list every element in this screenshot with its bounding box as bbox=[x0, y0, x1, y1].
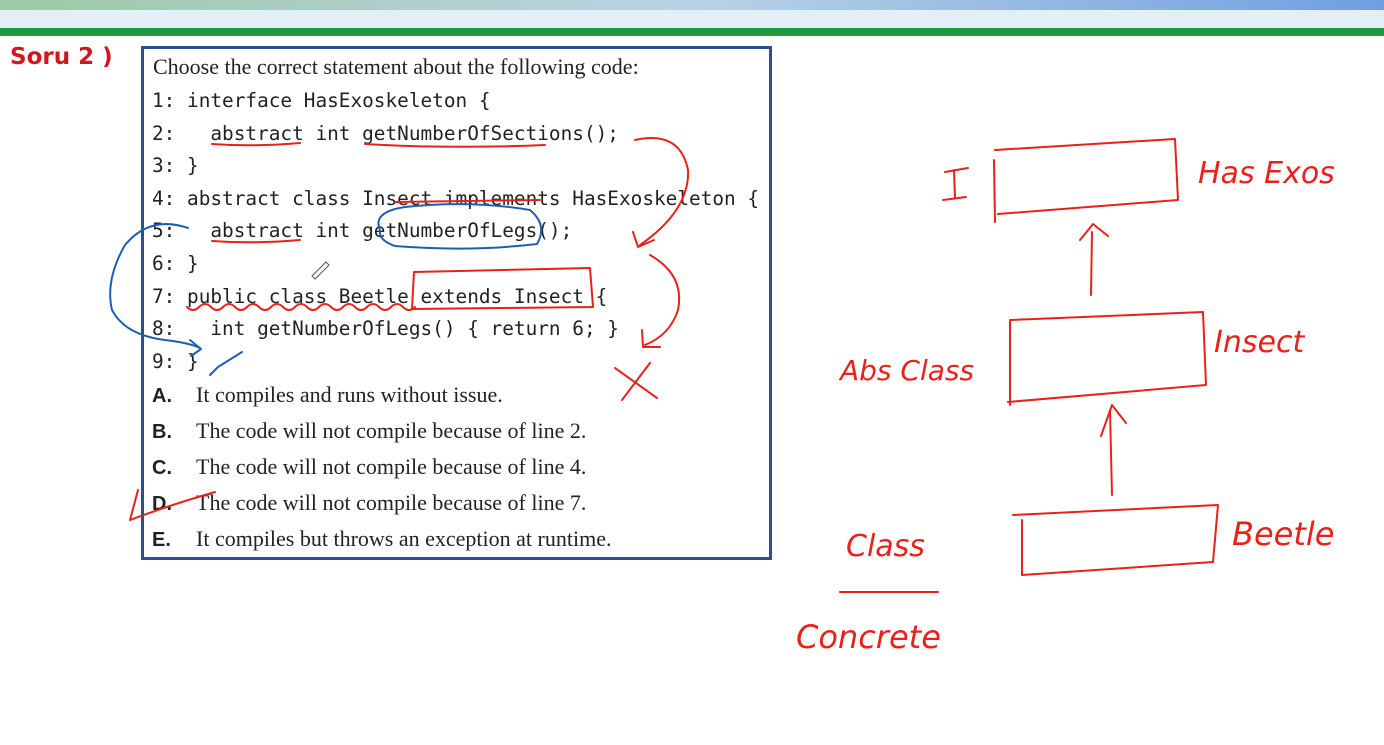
label-has-exos: Has Exos bbox=[1198, 156, 1335, 191]
underline-getNumberOfSections bbox=[364, 143, 546, 148]
arrow-curve-2 bbox=[644, 254, 681, 346]
underline-abstract-line5 bbox=[211, 239, 301, 244]
option-text: The code will not compile because of lin… bbox=[196, 454, 587, 479]
question-prompt: Choose the correct statement about the f… bbox=[153, 54, 639, 79]
arrowhead-1 bbox=[632, 231, 655, 248]
code-line: 2: abstract int getNumberOfSections(); bbox=[152, 121, 619, 145]
code-line: 3: } bbox=[152, 154, 199, 178]
code-line: 9: } bbox=[152, 349, 199, 373]
check-line9 bbox=[209, 351, 243, 376]
interface-marker-strokes bbox=[942, 167, 969, 201]
code-line: 8: int getNumberOfLegs() { return 6; } bbox=[152, 317, 619, 341]
option-letter: A. bbox=[152, 385, 172, 407]
label-concrete: Concrete bbox=[796, 618, 941, 656]
bracket-line5-to-line9 bbox=[109, 223, 201, 349]
pen-cursor-icon bbox=[311, 261, 330, 280]
code-line: 1: interface HasExoskeleton { bbox=[152, 89, 491, 112]
arrow-curve-1 bbox=[634, 137, 690, 246]
option-d[interactable]: D.The code will not compile because of l… bbox=[152, 490, 586, 516]
option-text: The code will not compile because of lin… bbox=[196, 418, 587, 443]
option-letter: B. bbox=[152, 421, 172, 443]
question-box: Choose the correct statement about the f… bbox=[141, 46, 772, 560]
option-e[interactable]: E. It compiles but throws an exception at… bbox=[152, 526, 611, 552]
box-beetle bbox=[1012, 504, 1219, 576]
option-text: The code will not compile because of lin… bbox=[196, 490, 587, 515]
label-insect: Insect bbox=[1214, 325, 1305, 360]
arrow-insect-to-interface bbox=[1079, 223, 1109, 296]
code-line: 6: } bbox=[152, 252, 199, 275]
box-hasexos bbox=[993, 138, 1179, 223]
circle-getNumberOfLegs bbox=[377, 203, 543, 250]
option-letter: E. bbox=[152, 529, 171, 551]
option-b[interactable]: B. The code will not compile because of l… bbox=[152, 418, 586, 444]
interface-marker: I bbox=[941, 196, 942, 198]
box-extends-insect bbox=[411, 267, 594, 310]
code-line: 7: public class Beetle extends Insect { bbox=[152, 284, 608, 308]
option-text: It compiles and runs without issue. bbox=[196, 382, 503, 407]
option-a[interactable]: A. It compiles and runs without issue. bbox=[152, 382, 503, 408]
label-class: Class bbox=[846, 529, 925, 564]
top-banner bbox=[0, 0, 1384, 36]
check-option-d bbox=[129, 489, 216, 521]
question-label: Soru 2 ) bbox=[10, 44, 113, 70]
arrow-beetle-to-insect bbox=[1100, 404, 1127, 496]
box-insect bbox=[1007, 311, 1207, 406]
bracket-arrowhead bbox=[189, 339, 202, 357]
code-line: 4: abstract class Insect implements HasE… bbox=[152, 186, 760, 210]
squiggle-public-class-beetle bbox=[186, 303, 416, 311]
x-mark bbox=[614, 362, 658, 401]
underline-abstract bbox=[211, 142, 301, 147]
label-beetle: Beetle bbox=[1232, 515, 1334, 553]
label-abs-class: Abs Class bbox=[838, 354, 974, 387]
option-letter: C. bbox=[152, 457, 172, 479]
strike-insect-implements bbox=[394, 199, 541, 203]
arrowhead-2 bbox=[641, 329, 661, 348]
option-c[interactable]: C. The code will not compile because of l… bbox=[152, 454, 586, 480]
option-text: It compiles but throws an exception at r… bbox=[196, 526, 612, 551]
